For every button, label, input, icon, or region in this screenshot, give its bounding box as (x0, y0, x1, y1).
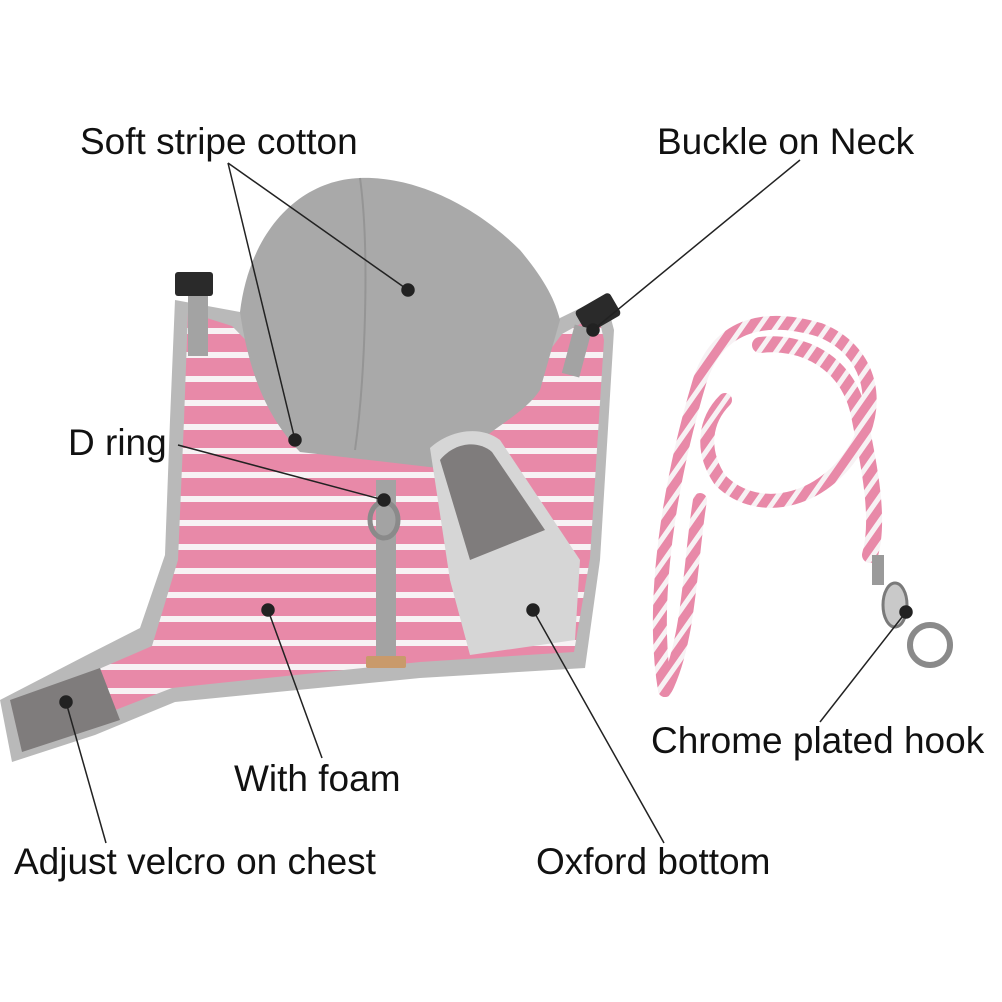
label-oxford-bottom: Oxford bottom (536, 841, 771, 882)
buckle-neck (561, 293, 621, 378)
label-d-ring: D ring (68, 422, 167, 463)
label-chrome-plated-hook: Chrome plated hook (651, 720, 985, 761)
center-strap (376, 480, 396, 658)
callout-lines (59, 159, 913, 844)
label-with-foam: With foam (234, 758, 401, 799)
leather-tag (366, 656, 406, 668)
label-soft-stripe-cotton: Soft stripe cotton (80, 121, 358, 162)
buckle-left (175, 272, 213, 356)
label-adjust-velcro: Adjust velcro on chest (14, 841, 376, 882)
velcro-patch-right (440, 444, 545, 560)
label-buckle-on-neck: Buckle on Neck (657, 121, 915, 162)
leash-loop (652, 315, 877, 697)
hood (240, 177, 560, 470)
velcro-patch-left (10, 668, 120, 752)
